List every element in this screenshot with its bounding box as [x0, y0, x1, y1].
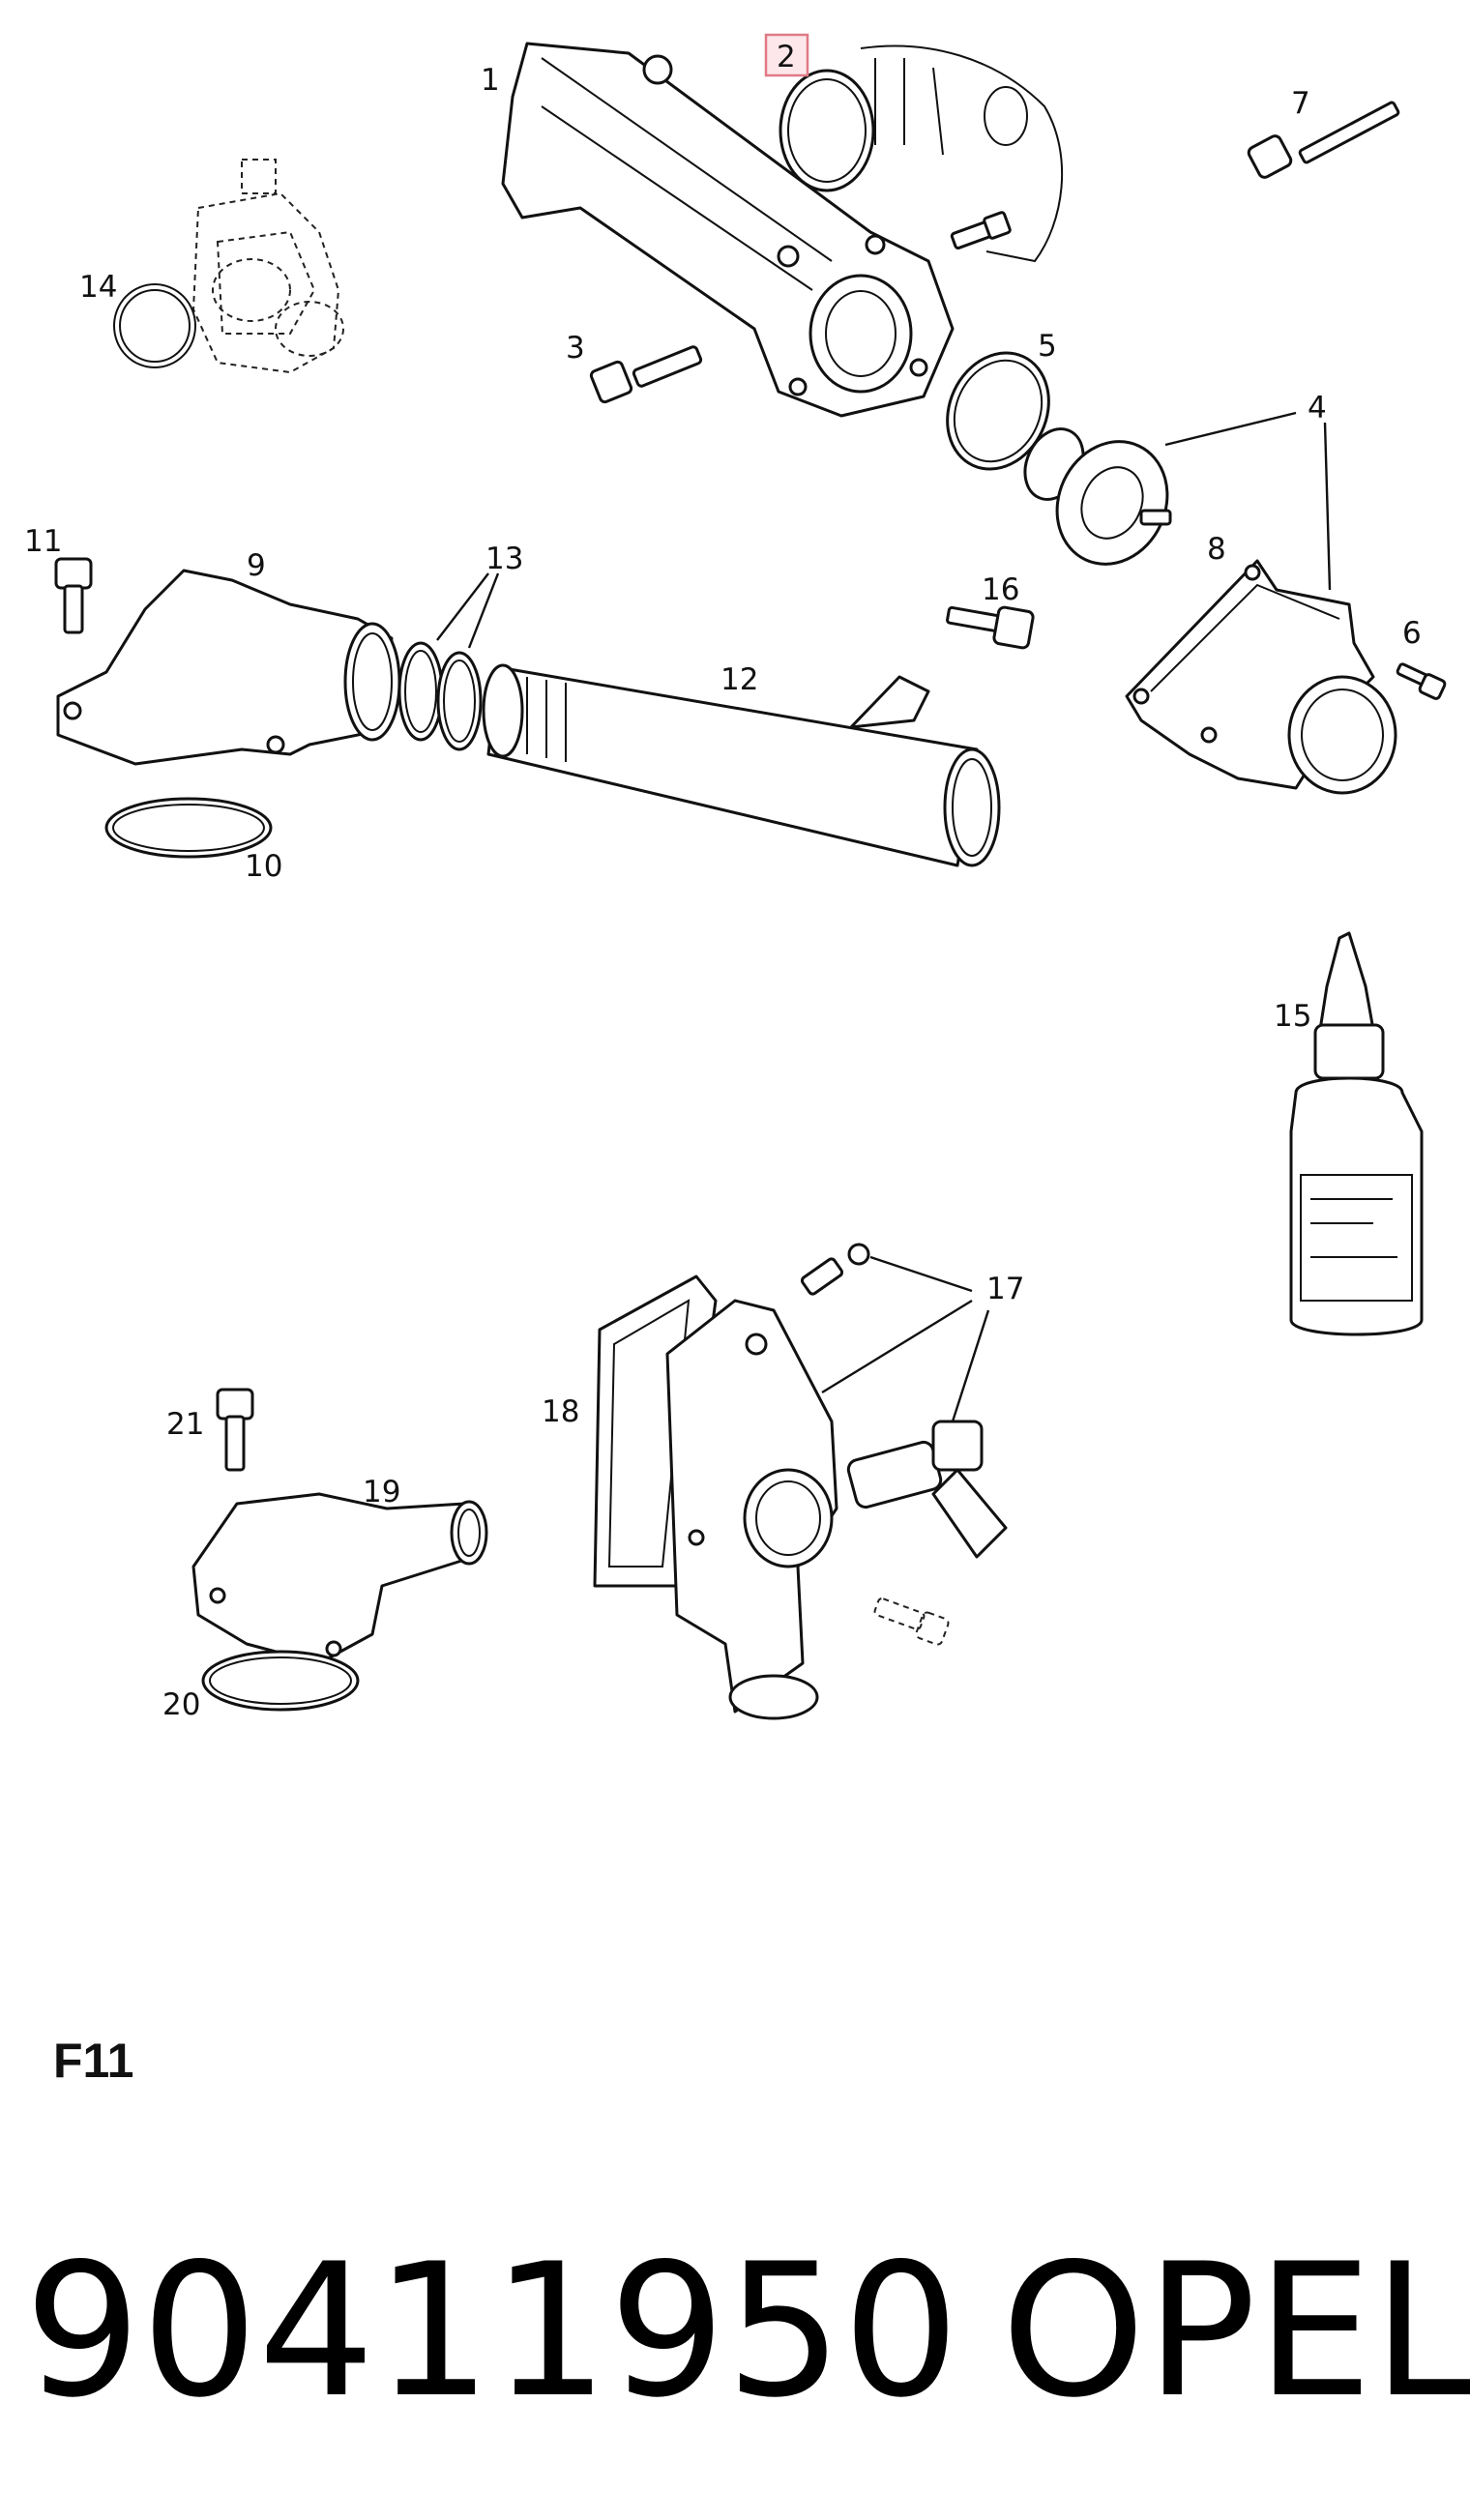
part-1-coolant-pipe	[501, 42, 955, 418]
callout-5: 5	[1038, 329, 1057, 364]
brand-name: OPEL	[1001, 2224, 1470, 2438]
callout-3: 3	[566, 331, 585, 366]
part-14-ghost-housing	[191, 159, 344, 374]
leader-lines	[436, 411, 1332, 1422]
callout-11: 11	[24, 524, 62, 559]
part-10-o-ring	[104, 797, 273, 859]
part-3-bolt	[589, 345, 703, 404]
callout-6: 6	[1402, 616, 1422, 651]
callout-19: 19	[363, 1475, 400, 1509]
part-19-elbow-cover	[191, 1492, 488, 1665]
callout-8: 8	[1207, 532, 1226, 567]
part-13-o-rings	[397, 641, 483, 751]
part-9-elbow-housing	[56, 569, 401, 766]
part-5-o-ring	[946, 351, 1050, 471]
callout-18: 18	[542, 1394, 579, 1429]
section-code: F11	[53, 2034, 133, 2088]
small-bolt-ghost	[873, 1597, 950, 1646]
callout-21: 21	[166, 1407, 204, 1442]
part-6-small-bolt	[1396, 662, 1447, 700]
callout-15: 15	[1274, 999, 1311, 1034]
stud-bolt	[950, 211, 1012, 250]
part-21-bolt	[216, 1388, 254, 1472]
callout-12: 12	[720, 662, 758, 697]
callout-16: 16	[982, 572, 1019, 607]
water-pump-housing	[665, 1299, 838, 1720]
engine-block-ghost	[860, 44, 1064, 263]
callout-13: 13	[485, 542, 523, 576]
part-2-gasket	[779, 69, 875, 192]
callout-17: 17	[986, 1272, 1024, 1306]
callout-1: 1	[481, 63, 500, 98]
part-11-bolt	[54, 557, 93, 634]
callout-4: 4	[1308, 391, 1327, 425]
callout-2-highlight	[764, 33, 809, 77]
part-7-long-bolt	[1247, 101, 1400, 179]
part-4-thermostat	[1023, 427, 1172, 566]
part-17-sensor	[800, 1243, 870, 1296]
callout-9: 9	[247, 548, 266, 583]
part-8-thermostat-housing	[1125, 559, 1397, 795]
callout-14: 14	[79, 270, 117, 305]
callout-2: 2	[777, 40, 796, 74]
callout-7: 7	[1291, 86, 1310, 121]
callouts: 1 2 3 4 5 6 7 8 9 10 11 12 13 14 15 16 1…	[24, 40, 1422, 1722]
callout-10: 10	[245, 849, 282, 884]
part-20-o-ring	[201, 1650, 360, 1712]
part-15-sealant-bottle	[1289, 931, 1424, 1336]
part-number: 90411950	[24, 2224, 959, 2438]
part-12-tube	[482, 663, 1001, 867]
part-17-hose-fitting	[846, 1420, 1008, 1559]
callout-20: 20	[162, 1687, 200, 1722]
part-16-bolt	[946, 605, 1035, 650]
part-14-o-ring	[113, 283, 196, 368]
